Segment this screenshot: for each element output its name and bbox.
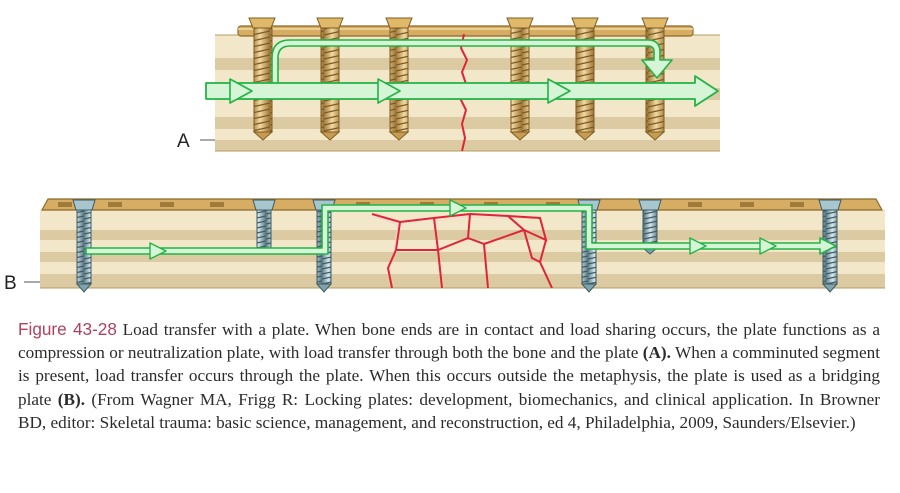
- figure-caption: Figure 43-28 Load transfer with a plate.…: [18, 318, 880, 434]
- steel-screws-b: [72, 199, 842, 293]
- segment-arrowhead-b4: [759, 237, 777, 255]
- caption-text-1: Load transfer with a plate. When bone en…: [18, 320, 880, 363]
- gold-screws-a: [248, 17, 669, 141]
- segment-arrowhead-a2: [377, 78, 401, 104]
- plate-load-arrow-a: [271, 39, 673, 87]
- segment-arrowhead-a1: [229, 78, 253, 104]
- screw-a6: [641, 17, 669, 141]
- screw-a3: [385, 17, 413, 141]
- load-arrows-a: [205, 39, 719, 107]
- screw-b1: [72, 199, 96, 293]
- load-arrows-b: [85, 199, 837, 260]
- segment-arrowhead-b3: [689, 237, 707, 255]
- segment-arrowhead-b1: [149, 242, 167, 260]
- panel-b-label: B: [4, 273, 17, 294]
- caption-text-2: When a comminuted segment is present, lo…: [18, 343, 880, 409]
- screw-a1: [248, 17, 276, 141]
- segment-arrowhead-b2: [449, 199, 467, 217]
- screw-a4: [506, 17, 534, 141]
- panel-a-label: A: [177, 131, 190, 152]
- bone-load-arrow-a: [205, 75, 719, 107]
- panel-b: B: [4, 198, 885, 294]
- fracture-fragments-b-inner: [375, 216, 507, 251]
- fracture-fragments-b: [371, 212, 553, 289]
- caption-ref-a: (A).: [642, 343, 671, 363]
- figure-number: Figure 43-28: [18, 319, 117, 339]
- plate-load-transfer-figure: A: [4, 17, 885, 294]
- screw-a2: [316, 17, 344, 141]
- plate-a: [237, 25, 694, 37]
- caption-ref-b: (B).: [57, 389, 86, 409]
- segment-arrowhead-a3: [547, 78, 571, 104]
- caption-citation: (From Wagner MA, Frigg R: Locking plates…: [18, 389, 881, 432]
- panel-a: A: [177, 17, 720, 152]
- screw-a5: [571, 17, 599, 141]
